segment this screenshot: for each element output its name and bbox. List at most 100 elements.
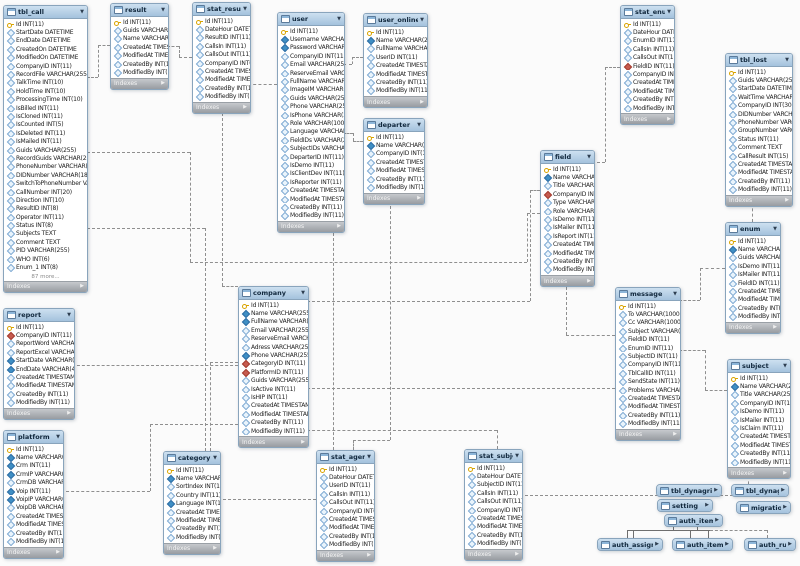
field-row[interactable]: IsClientDev INT(11): [278, 170, 344, 178]
collapse-icon[interactable]: ▼: [301, 289, 305, 296]
field-row[interactable]: CallsIn INT(11): [317, 490, 374, 498]
field-row[interactable]: ModifiedAt TIMESTAMP: [621, 87, 674, 95]
field-row[interactable]: ModifiedBy INT(11): [164, 533, 220, 541]
field-row[interactable]: Name VARCHAR(255): [239, 309, 308, 317]
field-row[interactable]: IsDemo INT(11): [278, 161, 344, 169]
field-row[interactable]: IsMailer INT(11): [728, 416, 790, 424]
field-row[interactable]: ModifiedAt TIMESTAMP: [4, 382, 74, 390]
indexes-section[interactable]: Indexes▶: [4, 280, 87, 292]
table-migration[interactable]: migration▶: [736, 501, 791, 514]
field-row[interactable]: ModifiedBy INT(11): [4, 399, 74, 407]
collapse-icon[interactable]: ▼: [587, 153, 591, 160]
table-setting[interactable]: setting▶: [657, 499, 713, 512]
field-row[interactable]: IsCloned INT(11): [4, 112, 87, 120]
indexes-expand-icon[interactable]: ▶: [337, 223, 341, 230]
table-header[interactable]: tbl_call▼: [4, 6, 87, 19]
expand-icon[interactable]: ▶: [705, 502, 709, 508]
field-row[interactable]: StartDate DATETIME: [726, 85, 792, 93]
table-header[interactable]: field▼: [541, 151, 594, 164]
field-row[interactable]: ModifiedAt TIMESTAMP: [239, 410, 308, 418]
field-row[interactable]: Guids VARCHAR(255): [239, 377, 308, 385]
field-row[interactable]: CompanyID INT(30): [726, 102, 792, 110]
field-row[interactable]: Language VARCHAR(40): [278, 128, 344, 136]
table-report[interactable]: report▼Id INT(11)CompanyID INT(11)Report…: [3, 308, 75, 420]
indexes-section[interactable]: Indexes▶: [726, 194, 792, 206]
field-row[interactable]: IsMailer INT(11): [726, 271, 780, 279]
collapse-icon[interactable]: ▼: [773, 225, 777, 232]
field-row[interactable]: Guids VARCHAR(255): [278, 94, 344, 102]
table-header[interactable]: subject▼: [728, 360, 790, 373]
field-row[interactable]: CompanyID INT(11): [616, 361, 680, 369]
field-row[interactable]: Name VARCHAR(255): [164, 474, 220, 482]
field-row[interactable]: ModifiedBy INT(11): [278, 212, 344, 220]
indexes-section[interactable]: Indexes▶: [111, 77, 168, 89]
indexes-section[interactable]: Indexes▶: [364, 192, 424, 204]
field-row[interactable]: ResultID INT(8): [4, 205, 87, 213]
table-tbl_dynagrid[interactable]: tbl_dynagrid▶: [731, 484, 789, 497]
field-row[interactable]: Id INT(11): [111, 18, 168, 26]
field-row[interactable]: Id INT(11): [621, 20, 674, 28]
indexes-section[interactable]: Indexes▶: [239, 436, 308, 448]
table-header[interactable]: auth_item▶: [665, 515, 722, 526]
table-field[interactable]: field▼Id INT(11)Name VARCHAR(255)Title V…: [540, 150, 595, 288]
field-row[interactable]: ModifiedBy INT(11): [728, 458, 790, 466]
field-row[interactable]: FieldID INT(11): [726, 279, 780, 287]
field-row[interactable]: CallsIn INT(11): [193, 42, 250, 50]
field-row[interactable]: CreatedAt TIMESTAMP: [621, 79, 674, 87]
table-company[interactable]: company▼Id INT(11)Name VARCHAR(255)FullN…: [238, 286, 309, 449]
table-result[interactable]: result▼Id INT(11)Guids VARCHAR(255)Name …: [110, 3, 169, 90]
table-header[interactable]: stat_agent▼: [317, 451, 374, 464]
table-message[interactable]: message▼Id INT(11)To VARCHAR(1000)Cc VAR…: [615, 287, 681, 441]
field-row[interactable]: CompanyID INT(11): [193, 59, 250, 67]
field-row[interactable]: ModifiedBy INT(11): [726, 313, 780, 321]
table-header[interactable]: tbl_dynagrid_dtl▶: [657, 485, 721, 496]
field-row[interactable]: CallsIn INT(11): [465, 489, 522, 497]
indexes-expand-icon[interactable]: ▶: [587, 277, 591, 284]
indexes-expand-icon[interactable]: ▶: [773, 324, 777, 331]
field-row[interactable]: CreatedBy INT(11): [4, 529, 63, 537]
field-row[interactable]: Id INT(11): [364, 28, 427, 36]
field-row[interactable]: Id INT(11): [317, 465, 374, 473]
field-row[interactable]: ModifiedBy INT(11): [193, 93, 250, 101]
field-row[interactable]: Id INT(11): [364, 133, 424, 141]
field-row[interactable]: ModifiedAt TIMESTAMP: [541, 249, 594, 257]
collapse-icon[interactable]: ▼: [515, 452, 519, 459]
table-user_online[interactable]: user_online▼Id INT(11)Name VARCHAR(255)F…: [363, 13, 428, 109]
field-row[interactable]: CreatedBy INT(11): [364, 175, 424, 183]
field-row[interactable]: IsReport INT(11): [541, 232, 594, 240]
table-header[interactable]: stat_subject▼: [465, 450, 522, 463]
field-row[interactable]: Title VARCHAR(255): [728, 391, 790, 399]
collapse-icon[interactable]: ▼: [243, 5, 247, 12]
field-row[interactable]: Id INT(11): [726, 68, 792, 76]
field-row[interactable]: FieldID INT(11): [621, 62, 674, 70]
field-row[interactable]: DeparterID INT(11): [278, 153, 344, 161]
collapse-icon[interactable]: ▼: [67, 311, 71, 318]
field-row[interactable]: Enum_1 INT(8): [4, 263, 87, 271]
field-row[interactable]: Comment TEXT: [4, 238, 87, 246]
table-stat_subject[interactable]: stat_subject▼Id INT(11)DateHour DATETIME…: [464, 449, 523, 561]
table-header[interactable]: tbl_lost▼: [726, 54, 792, 67]
field-row[interactable]: Guids VARCHAR(255): [4, 146, 87, 154]
field-row[interactable]: Cc VARCHAR(1000): [616, 319, 680, 327]
field-row[interactable]: DIDNumber VARCHAR(44): [726, 110, 792, 118]
field-row[interactable]: EndDate VARCHAR(44): [4, 365, 74, 373]
field-row[interactable]: FullName VARCHAR(255): [278, 77, 344, 85]
table-header[interactable]: auth_rule▶: [745, 539, 795, 550]
field-row[interactable]: ModifiedBy INT(11): [621, 104, 674, 112]
field-row[interactable]: CreatedAt TIMESTAMP: [4, 512, 63, 520]
field-row[interactable]: DateHour DATETIME: [621, 28, 674, 36]
field-row[interactable]: Name VARCHAR(255): [364, 141, 424, 149]
field-row[interactable]: Type VARCHAR(255): [541, 199, 594, 207]
field-row[interactable]: PlatformID INT(11): [239, 368, 308, 376]
field-row[interactable]: Name VARCHAR(255): [4, 453, 63, 461]
indexes-expand-icon[interactable]: ▶: [417, 195, 421, 202]
field-row[interactable]: To VARCHAR(1000): [616, 310, 680, 318]
field-row[interactable]: ModifiedAt TIMESTAMP: [4, 521, 63, 529]
table-subject[interactable]: subject▼Id INT(11)Name VARCHAR(255)Title…: [727, 359, 791, 480]
field-row[interactable]: IsMailed INT(11): [4, 137, 87, 145]
field-row[interactable]: Id INT(11): [541, 165, 594, 173]
table-auth_item_child[interactable]: auth_item_child▶: [672, 538, 733, 551]
field-row[interactable]: Country INT(11): [164, 491, 220, 499]
field-row[interactable]: Guids VARCHAR(255): [726, 76, 792, 84]
table-header[interactable]: message▼: [616, 288, 680, 301]
